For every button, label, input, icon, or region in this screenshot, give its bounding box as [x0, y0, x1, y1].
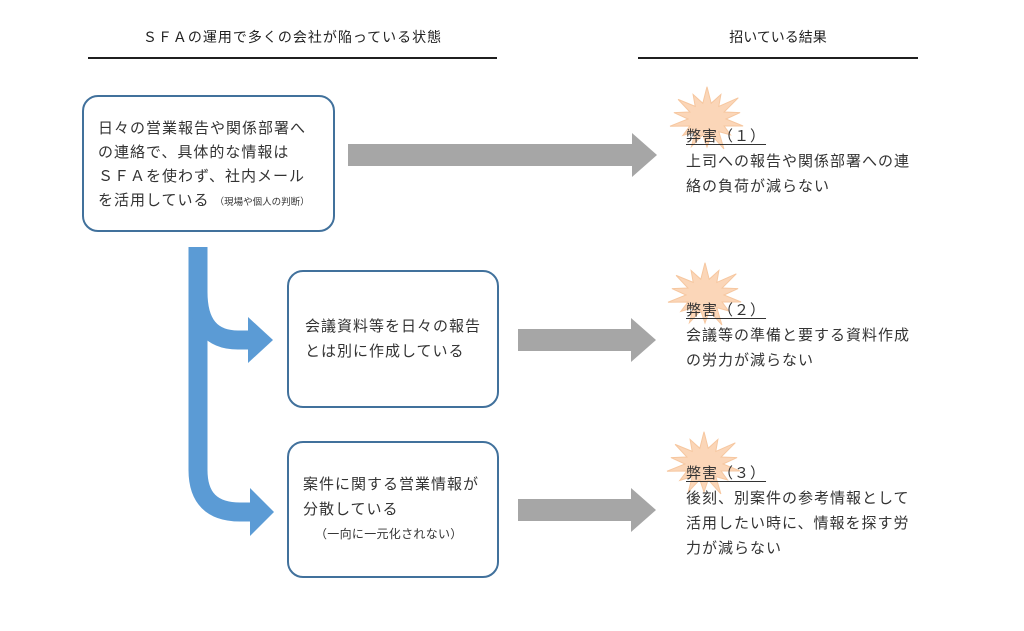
- state-3-line-1: 案件に関する営業情報が: [303, 475, 480, 493]
- header-resulting-outcome: 招いている結果: [729, 30, 827, 46]
- starburst-1: [669, 86, 744, 150]
- result-2-line-2: の労力が減らない: [686, 351, 815, 369]
- result-3-line-2: 活用したい時に、情報を探す労: [686, 514, 910, 532]
- result-2-title: 弊害（２）: [686, 301, 767, 319]
- blue-arrow-trunk: [188, 247, 252, 522]
- result-3: 弊害（３） 後刻、別案件の参考情報として 活用したい時に、情報を探す労 力が減ら…: [686, 461, 910, 561]
- result-3-title: 弊害（３）: [686, 464, 767, 482]
- state-1-line-4: を活用している: [98, 191, 210, 209]
- state-1-line-4-wrapper: を活用している （現場や個人の判断）: [98, 188, 310, 212]
- blue-arrow-head-to-box-2: [248, 317, 273, 363]
- state-1-note: （現場や個人の判断）: [214, 197, 310, 208]
- state-2-line-2: とは別に作成している: [305, 342, 465, 360]
- state-box-2-text: 会議資料等を日々の報告 とは別に作成している: [305, 314, 481, 364]
- state-box-1-text: 日々の営業報告や関係部署へ の連絡で、具体的な情報は ＳＦＡを使わず、社内メール…: [98, 116, 310, 212]
- result-1-line-1: 上司への報告や関係部署への連: [686, 152, 911, 170]
- gray-arrow-3-shaft: [518, 499, 632, 521]
- state-3-line-2: 分散している: [303, 500, 399, 518]
- gray-arrow-1: [348, 133, 657, 177]
- state-1-line-2: の連絡で、具体的な情報は: [98, 143, 290, 161]
- state-box-3: 案件に関する営業情報が 分散している （一向に一元化されない）: [287, 441, 499, 578]
- result-3-line-3: 力が減らない: [686, 539, 783, 557]
- gray-arrow-2-head: [631, 318, 656, 362]
- header-current-state: ＳＦＡの運用で多くの会社が陥っている状態: [142, 30, 443, 46]
- gray-arrow-3-head: [631, 488, 656, 532]
- gray-arrow-2: [518, 318, 656, 362]
- gray-arrow-1-head: [632, 133, 657, 177]
- result-1: 弊害（１） 上司への報告や関係部署への連 絡の負荷が減らない: [686, 124, 910, 199]
- blue-arrow-head-to-box-3: [250, 488, 274, 536]
- state-1-line-1: 日々の営業報告や関係部署へ: [98, 119, 307, 137]
- header-resulting-outcome-underline: [638, 57, 918, 59]
- result-1-title: 弊害（１）: [686, 127, 767, 145]
- state-2-line-1: 会議資料等を日々の報告: [305, 317, 482, 335]
- state-1-line-3: ＳＦＡを使わず、社内メール: [98, 167, 305, 185]
- state-box-2: 会議資料等を日々の報告 とは別に作成している: [287, 270, 499, 408]
- gray-arrow-2-shaft: [518, 329, 632, 351]
- result-2: 弊害（２） 会議等の準備と要する資料作成 の労力が減らない: [686, 298, 910, 373]
- state-box-3-text: 案件に関する営業情報が 分散している （一向に一元化されない）: [303, 472, 479, 547]
- blue-arrow-branch: [188, 291, 250, 350]
- gray-arrow-1-shaft: [348, 144, 633, 166]
- result-3-line-1: 後刻、別案件の参考情報として: [686, 489, 910, 507]
- header-current-state-underline: [88, 57, 497, 59]
- starburst-2: [667, 262, 742, 326]
- starburst-3: [666, 431, 741, 495]
- result-1-line-2: 絡の負荷が減らない: [686, 177, 831, 195]
- state-3-note: （一向に一元化されない）: [315, 527, 463, 541]
- result-2-line-1: 会議等の準備と要する資料作成: [686, 326, 911, 344]
- state-box-1: 日々の営業報告や関係部署へ の連絡で、具体的な情報は ＳＦＡを使わず、社内メール…: [82, 95, 335, 232]
- gray-arrow-3: [518, 488, 656, 532]
